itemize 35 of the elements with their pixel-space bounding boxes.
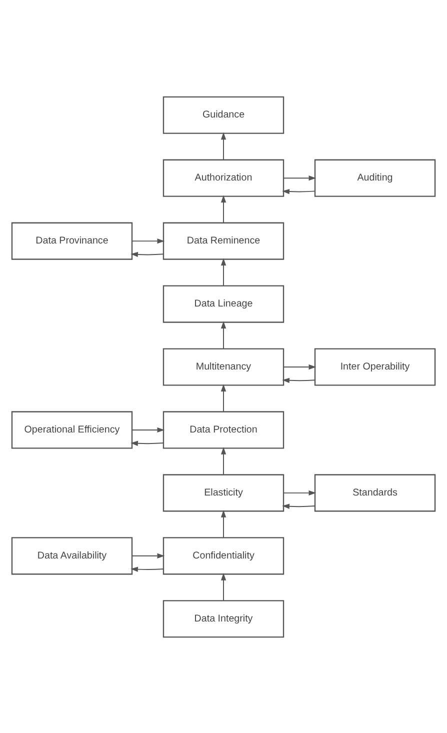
node-box: Data Provinance: [11, 222, 133, 260]
arrow: [220, 510, 226, 538]
arrow: [130, 440, 164, 446]
arrow: [282, 503, 316, 508]
node-box: Guidance: [162, 96, 284, 134]
arrow: [282, 377, 316, 383]
arrow: [282, 188, 316, 194]
arrow: [220, 258, 226, 286]
arrow: [130, 566, 164, 572]
node-box: Data Reminence: [162, 222, 284, 260]
arrow: [220, 384, 226, 412]
arrow: [220, 446, 226, 475]
arrow: [283, 175, 316, 180]
node-box: Elasticity: [162, 474, 284, 512]
arrow: [220, 572, 226, 601]
arrow: [132, 426, 165, 432]
arrow: [220, 320, 226, 349]
arrow: [220, 194, 226, 223]
node-box: Multitenancy: [162, 348, 284, 386]
node-box: Confidentiality: [162, 536, 284, 574]
node-box: Operational Efficiency: [11, 410, 133, 448]
arrow: [132, 238, 165, 244]
arrow: [220, 132, 226, 160]
node-box: Auditing: [314, 158, 436, 196]
node-box: Data Integrity: [162, 600, 284, 638]
node-box: Standards: [314, 474, 436, 512]
arrow: [283, 364, 316, 370]
node-box: Inter Operability: [314, 348, 436, 386]
node-box: Data Lineage: [162, 284, 284, 322]
node-box: Data Protection: [162, 410, 284, 448]
node-box: Authorization: [162, 158, 284, 196]
arrow: [132, 552, 165, 558]
arrow: [130, 251, 164, 257]
arrow: [283, 490, 316, 496]
node-box: Data Availability: [11, 536, 133, 574]
